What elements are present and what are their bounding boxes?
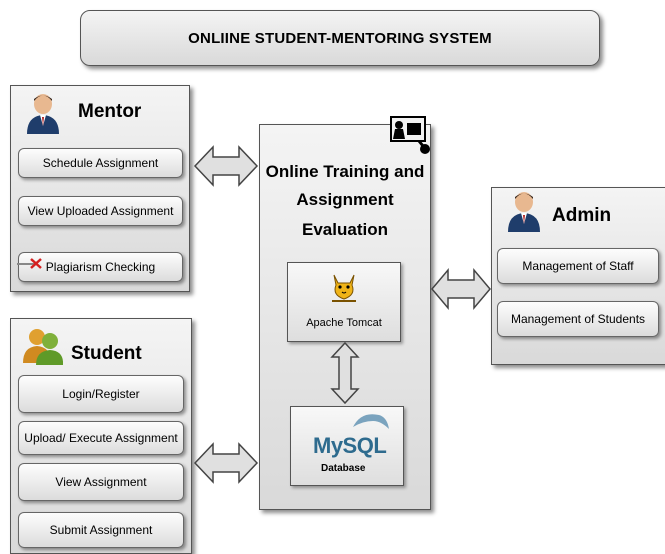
plagiarism-icon [17, 258, 42, 269]
plagiarism-checking-label: Plagiarism Checking [45, 260, 156, 274]
person-icon [508, 192, 540, 232]
mysql-dolphin-icon [353, 414, 389, 429]
management-of-students-button[interactable]: Management of Students [497, 301, 659, 337]
center-title-line-1: Online Training and [265, 162, 425, 181]
mysql-logo-text: MySQL [313, 433, 387, 458]
database-label: Database [321, 463, 366, 474]
upload-execute-assignment-button[interactable]: Upload/ Execute Assignment [18, 421, 184, 455]
admin-panel: Admin Management of Staff Management of … [491, 187, 665, 365]
mentor-center-arrow [193, 145, 259, 187]
center-title-line-3: Evaluation [302, 220, 388, 239]
mentor-panel: Mentor Schedule Assignment View Uploaded… [10, 85, 190, 292]
admin-center-arrow [431, 267, 491, 311]
plagiarism-checking-button[interactable]: Plagiarism Checking [18, 252, 183, 282]
tomcat-database-arrow [330, 341, 360, 405]
apache-tomcat-box: Apache Tomcat [287, 262, 401, 342]
management-of-staff-button[interactable]: Management of Staff [497, 248, 659, 284]
submit-assignment-button[interactable]: Submit Assignment [18, 512, 184, 548]
student-panel: Student Login/Register Upload/ Execute A… [10, 318, 192, 554]
center-title-line-2: Assignment [296, 190, 394, 209]
mentor-title: Mentor [78, 101, 142, 122]
student-title: Student [71, 343, 142, 364]
apache-tomcat-label: Apache Tomcat [306, 317, 382, 329]
mysql-logo: MySQL [313, 433, 387, 459]
database-box: MySQL Database [290, 406, 404, 486]
schedule-assignment-button[interactable]: Schedule Assignment [18, 148, 183, 178]
person-icon [27, 94, 59, 134]
tomcat-icon [332, 274, 356, 302]
view-assignment-button[interactable]: View Assignment [18, 463, 184, 501]
admin-title: Admin [552, 205, 612, 226]
users-icon [23, 329, 63, 365]
system-title-box: ONLIINE STUDENT-MENTORING SYSTEM [80, 10, 600, 66]
login-register-button[interactable]: Login/Register [18, 375, 184, 413]
view-uploaded-assignment-button[interactable]: View Uploaded Assignment [18, 196, 183, 226]
center-panel: Online Training and Assignment Evaluatio… [259, 124, 431, 510]
system-title: ONLIINE STUDENT-MENTORING SYSTEM [188, 29, 492, 47]
student-center-arrow [193, 442, 259, 484]
presentation-icon [390, 116, 430, 154]
